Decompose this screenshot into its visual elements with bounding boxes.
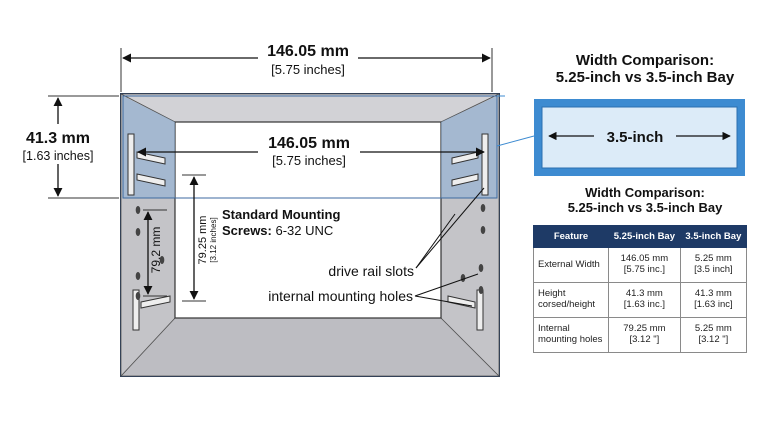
table-cell-feature: External Width xyxy=(533,247,609,283)
rail-slot-left-1 xyxy=(127,133,135,196)
rail-slot-left-3 xyxy=(136,173,166,187)
table-title-line1: Width Comparison: xyxy=(585,185,705,200)
rail-spacing-value: 79.2 mm xyxy=(149,227,163,274)
bay-3-5-label: 3.5-inch xyxy=(607,129,664,146)
internal-mounting-holes xyxy=(135,204,486,300)
internal-holes-callout: internal mounting holes xyxy=(268,273,479,307)
feature-text-2: corsed/height xyxy=(538,299,596,310)
vertical-spacing-inches: [3.12 inches] xyxy=(209,217,218,262)
rail-slot-left-5 xyxy=(140,295,171,309)
bay-3-5-box: 3.5-inch xyxy=(534,99,745,176)
svg-text:Screws: 6-32 UNC: Screws: 6-32 UNC xyxy=(222,223,333,238)
feature-text: Internal xyxy=(538,323,570,335)
drive-rail-slots-label: drive rail slots xyxy=(328,263,414,279)
table-cell-5-25: 41.3 mm[1.63 inc.] xyxy=(608,282,681,318)
value-mm: 5.25 mm xyxy=(694,323,732,335)
inner-width-dimension: 146.05 mm [5.75 inches] xyxy=(137,132,485,168)
screws-label-line1: Standard Mounting xyxy=(222,207,340,222)
vertical-spacing-value: 79.25 mm xyxy=(197,216,209,265)
comparison-title-line1: Width Comparison: xyxy=(575,52,715,69)
table-header-5-25: 5.25-inch Bay xyxy=(608,225,681,248)
value-mm: 146.05 mm xyxy=(620,253,669,265)
svg-text:Standard Mounting: Standard Mounting xyxy=(222,207,340,222)
comparison-title: Width Comparison: 5.25-inch vs 3.5-inch … xyxy=(540,52,750,87)
value-in: [3.12 "] xyxy=(629,334,660,345)
height-dimension: 41.3 mm [1.63 inches] xyxy=(20,95,119,199)
value-in: [5.75 inc.] xyxy=(623,264,665,275)
height-inches: [1.63 inches] xyxy=(23,149,94,163)
table-cell-3-5: 41.3 mm[1.63 inc] xyxy=(679,282,748,318)
table-cell-3-5: 5.25 mm[3.12 "] xyxy=(679,317,748,353)
comparison-title-line2: 5.25-inch vs 3.5-inch Bay xyxy=(555,69,735,87)
table-row: External Width 146.05 mm[5.75 inc.] 5.25… xyxy=(533,247,748,283)
internal-mounting-holes-label: internal mounting holes xyxy=(268,288,413,304)
screws-label: Standard Mounting Screws: 6-32 UNC xyxy=(222,207,340,238)
rail-slot-left-4 xyxy=(132,289,140,331)
value-mm: 5.25 mm xyxy=(694,253,732,265)
rail-slot-right-4 xyxy=(476,289,484,331)
feature-text: Height xyxy=(538,288,566,300)
top-width-value: 146.05 mm xyxy=(267,43,349,60)
inner-width-inches: [5.75 inches] xyxy=(272,153,346,168)
value-in: [3.5 inch] xyxy=(694,264,733,275)
table-title-line2: 5.25-inch vs 3.5-inch Bay xyxy=(567,199,723,215)
height-value: 41.3 mm xyxy=(26,130,90,147)
bay-connector-line xyxy=(496,135,535,147)
table-header-feature: Feature xyxy=(533,225,609,248)
rail-slot-right-1 xyxy=(481,133,489,196)
table-cell-5-25: 79.25 mm[3.12 "] xyxy=(608,317,681,353)
top-width-dimension: 146.05 mm [5.75 inches] xyxy=(120,42,493,92)
value-in: [1.63 inc.] xyxy=(623,299,665,310)
height-highlight xyxy=(122,95,505,199)
value-mm: 79.25 mm xyxy=(623,323,666,335)
top-width-inches: [5.75 inches] xyxy=(271,62,345,77)
drive-rail-callout: drive rail slots xyxy=(328,187,485,279)
table-cell-5-25: 146.05 mm[5.75 inc.] xyxy=(608,247,681,283)
table-header-3-5: 3.5-inch Bay xyxy=(679,225,748,248)
value-in: [1.63 inc] xyxy=(694,299,733,310)
table-title: Width Comparison: 5.25-inch vs 3.5-inch … xyxy=(540,185,750,216)
rail-slot-right-3 xyxy=(451,173,479,187)
screws-label-spec: 6-32 UNC xyxy=(272,223,333,238)
value-in: [3.12 "] xyxy=(698,334,729,345)
feature-text: External Width xyxy=(538,258,600,270)
value-mm: 41.3 mm xyxy=(625,288,663,300)
value-mm: 41.3 mm xyxy=(694,288,732,300)
inner-width-value: 146.05 mm xyxy=(268,135,350,152)
vertical-spacing-dimension: 79.25 mm [3.12 inches] xyxy=(182,174,218,302)
feature-text-2: mounting holes xyxy=(538,334,603,345)
table-cell-3-5: 5.25 mm[3.5 inch] xyxy=(679,247,748,283)
comparison-table: Feature 5.25-inch Bay 3.5-inch Bay Exter… xyxy=(533,225,748,353)
table-header-row: Feature 5.25-inch Bay 3.5-inch Bay xyxy=(533,225,748,248)
screws-label-bold: Screws: xyxy=(222,223,272,238)
rail-spacing-dimension: 79.2 mm xyxy=(143,209,167,297)
